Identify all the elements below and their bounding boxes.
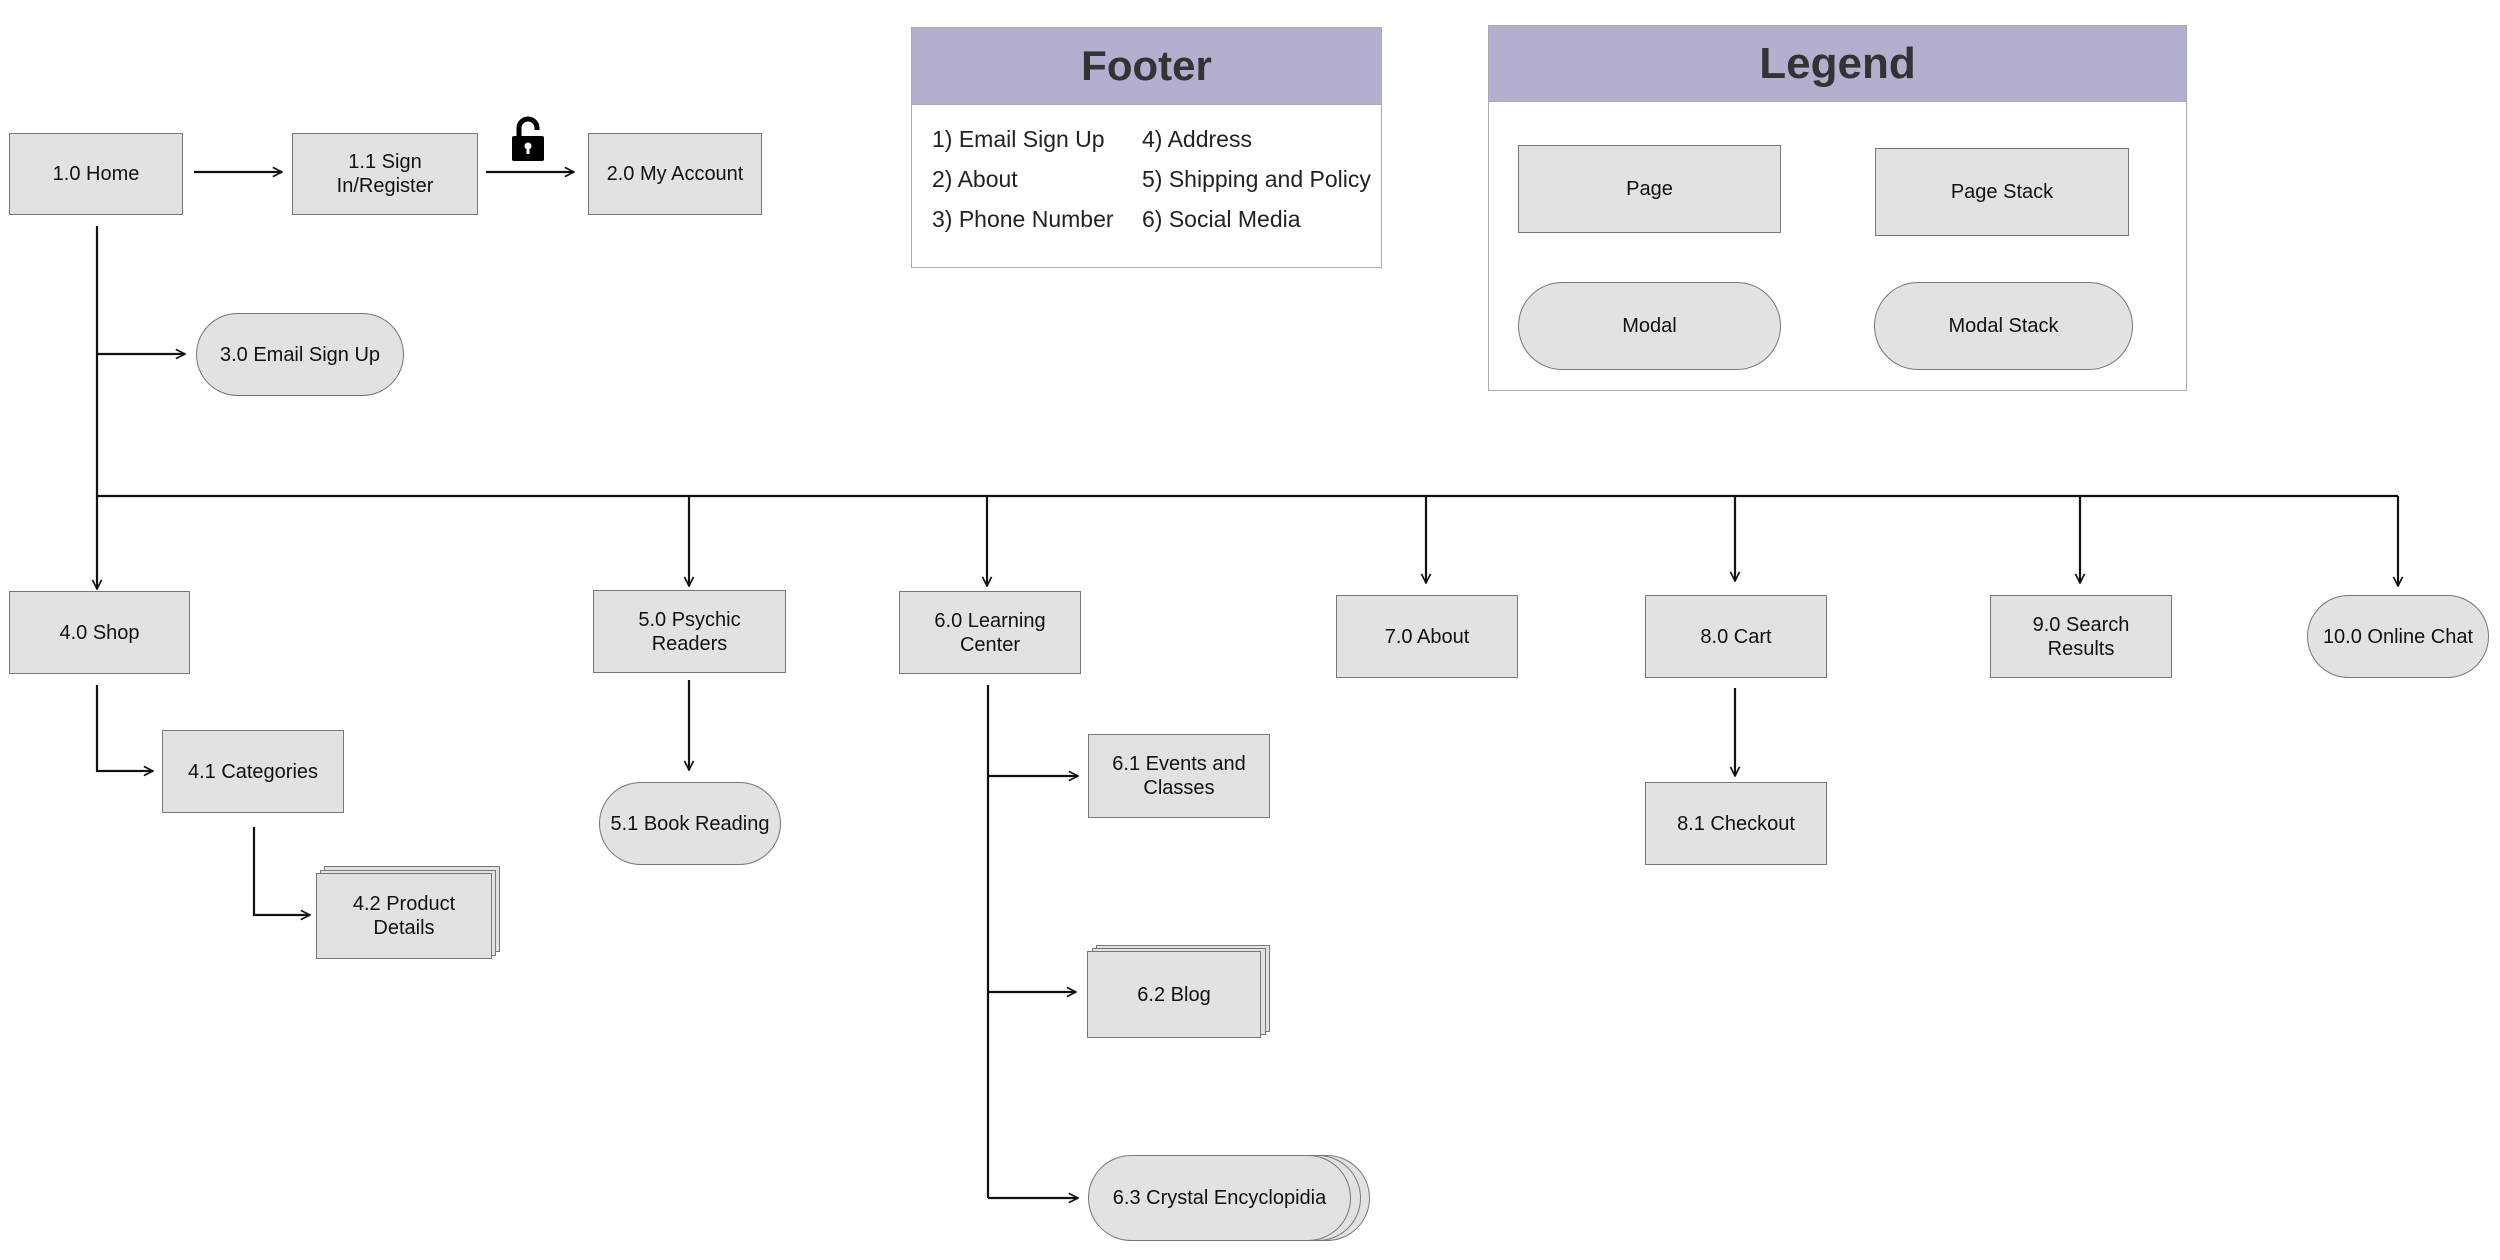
node-label: 7.0 About [1384, 625, 1470, 648]
legend-page: Page [1518, 145, 1781, 233]
legend-label: Modal [1622, 315, 1677, 337]
node-checkout[interactable]: 8.1 Checkout [1645, 782, 1827, 865]
node-book-reading[interactable]: 5.1 Book Reading [599, 782, 781, 865]
footer-item: 6) Social Media [1142, 206, 1301, 232]
legend-label: Page [1626, 178, 1673, 200]
node-learning-center[interactable]: 6.0 Learning Center [899, 591, 1081, 674]
node-label: 6.3 Crystal Encyclopidia [1112, 1187, 1327, 1209]
node-search-results[interactable]: 9.0 Search Results [1990, 595, 2172, 678]
node-home[interactable]: 1.0 Home [9, 133, 183, 215]
node-label: 5.0 Psychic Readers [638, 608, 741, 655]
node-about[interactable]: 7.0 About [1336, 595, 1518, 678]
node-email-signup[interactable]: 3.0 Email Sign Up [196, 313, 404, 396]
legend-label: Page Stack [1950, 181, 2054, 203]
node-label: 8.1 Checkout [1677, 812, 1795, 835]
node-blog[interactable]: 6.2 Blog [1087, 951, 1261, 1038]
node-online-chat[interactable]: 10.0 Online Chat [2307, 595, 2489, 678]
legend-modal: Modal [1518, 282, 1781, 370]
node-events-classes[interactable]: 6.1 Events and Classes [1088, 734, 1270, 818]
footer-title: Footer [912, 28, 1381, 105]
node-label: 5.1 Book Reading [610, 812, 770, 835]
legend-title: Legend [1489, 26, 2186, 102]
node-label: 1.0 Home [52, 163, 140, 185]
footer-item: 4) Address [1142, 126, 1252, 152]
legend-page-stack: Page Stack [1875, 148, 2129, 236]
node-label: 6.0 Learning Center [934, 609, 1046, 656]
footer-item: 2) About [932, 166, 1018, 192]
node-label: 1.1 Sign In/Register [336, 151, 434, 197]
node-psychic-readers[interactable]: 5.0 Psychic Readers [593, 590, 786, 673]
node-cart[interactable]: 8.0 Cart [1645, 595, 1827, 678]
node-label: 4.1 Categories [187, 760, 319, 783]
arrow-categories-to-product [252, 827, 310, 915]
node-label: 10.0 Online Chat [2322, 625, 2474, 648]
footer-item: 5) Shipping and Policy [1142, 166, 1371, 192]
footer-panel: Footer 1) Email Sign Up 4) Address 2) Ab… [911, 27, 1382, 268]
node-label: 8.0 Cart [1700, 625, 1772, 648]
node-categories[interactable]: 4.1 Categories [162, 730, 344, 813]
lock-icon [512, 116, 544, 161]
legend-modal-stack: Modal Stack [1874, 282, 2133, 370]
node-my-account[interactable]: 2.0 My Account [588, 133, 762, 215]
node-label: 9.0 Search Results [2032, 613, 2130, 660]
legend-label: Modal Stack [1948, 315, 2059, 337]
footer-item: 1) Email Sign Up [932, 126, 1105, 152]
node-label: 2.0 My Account [606, 163, 744, 185]
node-label: 3.0 Email Sign Up [219, 343, 381, 366]
node-product-details[interactable]: 4.2 Product Details [316, 873, 492, 959]
node-crystal-encyclopedia[interactable]: 6.3 Crystal Encyclopidia [1088, 1155, 1351, 1241]
footer-items-list: 1) Email Sign Up 4) Address 2) About 5) … [932, 126, 1382, 233]
footer-item: 3) Phone Number [932, 206, 1114, 232]
node-label: 4.2 Product Details [352, 893, 456, 939]
node-label: 6.2 Blog [1137, 983, 1211, 1006]
node-label: 4.0 Shop [59, 621, 140, 644]
node-shop[interactable]: 4.0 Shop [9, 591, 190, 674]
node-signin[interactable]: 1.1 Sign In/Register [292, 133, 478, 215]
node-label: 6.1 Events and Classes [1112, 753, 1246, 799]
arrow-shop-to-categories [95, 685, 153, 771]
